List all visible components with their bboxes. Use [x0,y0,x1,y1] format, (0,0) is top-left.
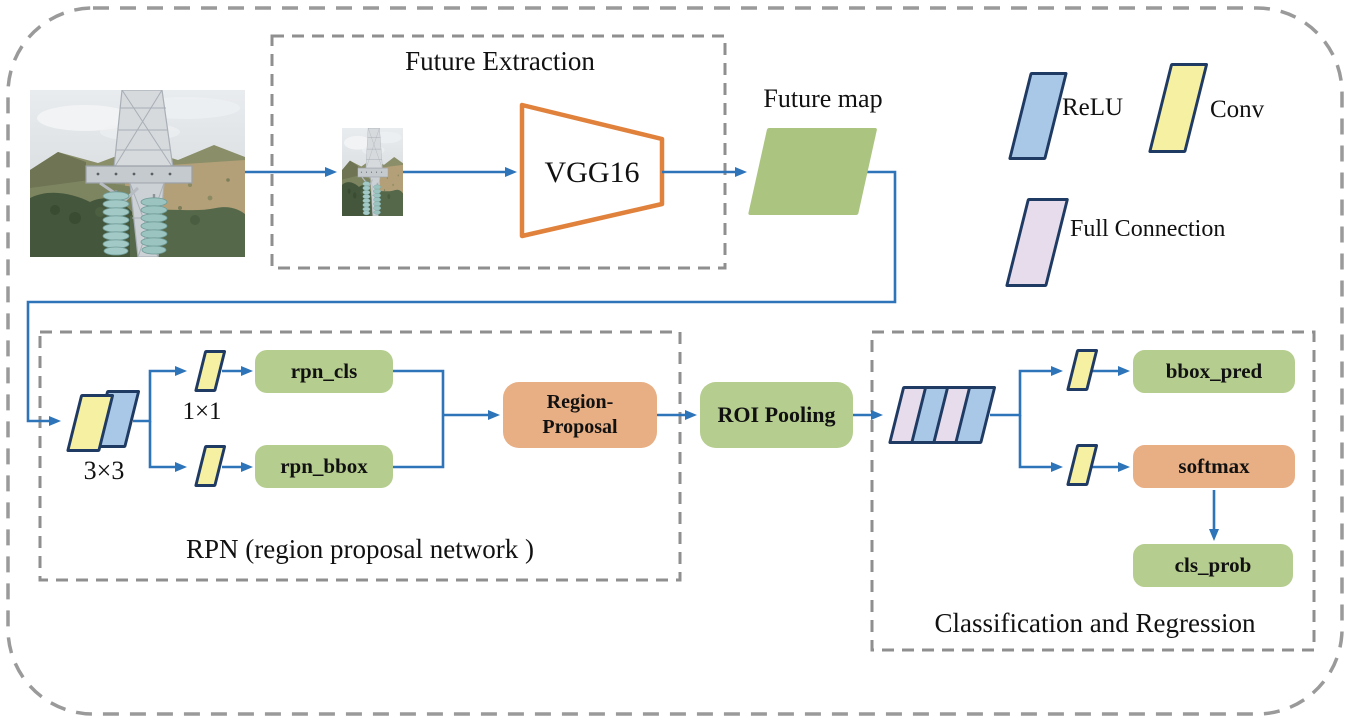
rpn-title: RPN (region proposal network ) [186,534,534,564]
cls-prob-label: cls_prob [1174,553,1252,578]
rpn-bbox-label: rpn_bbox [280,454,368,479]
connector-futuremap-to-rpn [26,170,897,426]
roi-pooling-node: ROI Pooling [700,382,853,448]
bbox-pred-node: bbox_pred [1133,350,1295,393]
rpn-cls-label: rpn_cls [290,359,358,384]
future-map-shape [748,128,878,215]
softmax-node: softmax [1133,445,1295,488]
softmax-label: softmax [1178,454,1250,479]
conv1x1-label: 1×1 [182,398,222,425]
bbox-pred-label: bbox_pred [1165,359,1263,384]
vgg16-trapezoid [519,102,665,239]
outer-dashed-border [6,6,1344,716]
conv3x3-label: 3×3 [83,456,125,485]
patch-photo [342,128,403,216]
future-map-label: Future map [763,84,883,113]
classification-title: Classification and Regression [934,608,1256,638]
merge-rpn-outputs [393,369,445,469]
cls-prob-node: cls_prob [1133,544,1293,587]
feature-extraction-title: Future Extraction [405,46,595,76]
rpn-bbox-node: rpn_bbox [255,445,393,488]
conv-legend-label: Conv [1210,96,1265,123]
rpn-dashed-box [38,330,682,582]
full-connection-legend-label: Full Connection [1070,216,1226,242]
roi-pooling-label: ROI Pooling [717,402,836,428]
region-proposal-label: Region- Proposal [542,391,618,438]
rpn-cls-node: rpn_cls [255,350,393,393]
relu-legend-label: ReLU [1062,94,1124,121]
input-photo [30,90,245,257]
arrow-split-to-conv11-bottom [148,421,187,472]
arrow-stack-to-conv-top [990,366,1063,417]
arrow-split-to-conv11-top [133,366,187,423]
vgg16-label: VGG16 [544,156,640,189]
region-proposal-node: Region- Proposal [503,382,657,448]
classification-dashed-box [870,330,1316,652]
feature-extraction-dashed-box [270,34,727,270]
arrow-stack-to-conv-bottom [1018,415,1063,472]
